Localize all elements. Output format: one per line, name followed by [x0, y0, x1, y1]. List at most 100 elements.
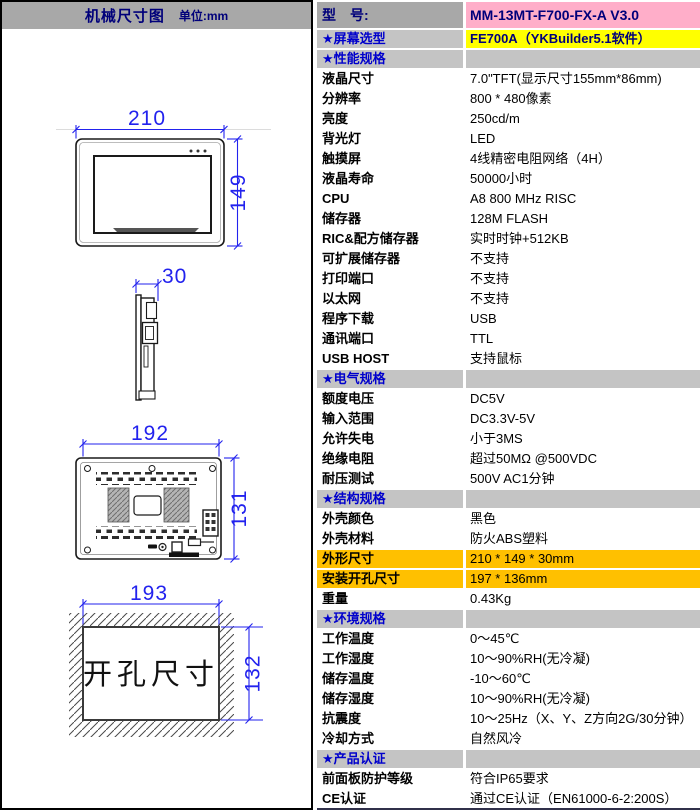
front-view-drawing: 210 149: [56, 107, 271, 250]
spec-label: ★屏幕选型: [317, 30, 463, 48]
spec-value: 通过CE认证（EN61000-6-2:200S）: [470, 791, 678, 806]
spec-label: 可扩展储存器: [322, 251, 401, 266]
spec-label: CE认证: [322, 791, 367, 806]
spec-label: 液晶寿命: [322, 171, 375, 186]
spec-row: 绝缘电阻超过50MΩ @500VDC: [317, 450, 700, 468]
spec-label: 外壳材料: [322, 531, 375, 546]
spec-label: 允许失电: [322, 431, 375, 446]
spec-value: A8 800 MHz RISC: [470, 191, 577, 206]
spec-row: CE认证 通过CE认证（EN61000-6-2:200S）: [317, 790, 700, 808]
spec-row: 液晶寿命 50000小时: [317, 170, 700, 188]
spec-value: 0～45℃: [470, 631, 520, 646]
spec-row: 冷却方式 自然风冷: [317, 730, 700, 748]
spec-value: [466, 50, 700, 68]
spec-label: 亮度: [322, 111, 349, 126]
spec-value: 实时时钟+512KB: [470, 231, 569, 246]
spec-label: 外壳颜色: [322, 511, 375, 526]
model-label: 型 号:: [317, 2, 463, 28]
side-view-drawing: 30: [132, 265, 186, 401]
spec-value: 4线精密电阻网络（4H）: [470, 151, 611, 166]
mechanical-drawing-panel: 机械尺寸图 单位:mm 210: [0, 0, 313, 810]
spec-value: FE700A（YKBuilder5.1软件）: [466, 30, 700, 48]
spec-value: 128M FLASH: [470, 211, 549, 226]
spec-label: USB HOST: [322, 351, 390, 366]
spec-value: DC5V: [470, 391, 505, 406]
spec-row: 储存温度-10～60℃: [317, 670, 700, 688]
spec-value: 197 * 136mm: [466, 570, 700, 588]
spec-label: 通讯端口: [322, 331, 375, 346]
spec-row: 触摸屏 4线精密电阻网络（4H）: [317, 150, 700, 168]
model-value: MM-13MT-F700-FX-A V3.0: [466, 2, 700, 28]
spec-value: 10～90%RH(无冷凝): [470, 691, 590, 706]
spec-label: 输入范围: [322, 411, 375, 426]
spec-label: 工作温度: [322, 631, 375, 646]
drawing-panel-unit: 单位:mm: [178, 9, 229, 23]
spec-value: 自然风冷: [470, 731, 523, 746]
spec-value: 支持鼠标: [470, 351, 523, 366]
spec-row: 储存湿度 10～90%RH(无冷凝): [317, 690, 700, 708]
spec-row: 允许失电小于3MS: [317, 430, 700, 448]
spec-value: 250cd/m: [470, 111, 520, 126]
spec-label: 分辨率: [322, 91, 362, 106]
spec-label: 工作湿度: [322, 651, 375, 666]
spec-value: [466, 750, 700, 768]
spec-value: 防火ABS塑料: [470, 531, 549, 546]
spec-label: 抗震度: [322, 711, 362, 726]
spec-value: 符合IP65要求: [470, 771, 549, 786]
spec-label: 冷却方式: [322, 731, 375, 746]
rear-speaker-right: [163, 487, 190, 523]
spec-value: [466, 490, 700, 508]
spec-label: 安装开孔尺寸: [317, 570, 463, 588]
spec-label: ★性能规格: [317, 50, 463, 68]
spec-value: 10～25Hz（X、Y、Z方向2G/30分钟）: [470, 711, 693, 726]
spec-label: 以太网: [322, 291, 362, 306]
spec-row: 额度电压 DC5V: [317, 390, 700, 408]
spec-value: 不支持: [470, 271, 510, 286]
spec-label: 储存湿度: [322, 691, 375, 706]
rear-vent-slots-top: [96, 472, 197, 485]
front-width-dim: 210: [128, 107, 166, 130]
spec-row: 亮度 250cd/m: [317, 110, 700, 128]
rear-speaker-left: [107, 487, 130, 523]
rear-height-dim: 131: [228, 489, 251, 527]
spec-row: 可扩展储存器不支持: [317, 250, 700, 268]
spec-label: 耐压测试: [322, 471, 375, 486]
spec-label: 额度电压: [322, 391, 375, 406]
spec-label: ★产品认证: [317, 750, 463, 768]
spec-row: 外壳颜色 黑色: [317, 510, 700, 528]
spec-value: 800 * 480像素: [470, 91, 552, 106]
spec-value: 不支持: [470, 291, 510, 306]
cutout-width-dim: 193: [130, 582, 168, 605]
cutout-height-dim: 132: [242, 654, 265, 692]
spec-row: 通讯端口 TTL: [317, 330, 700, 348]
spec-row: ★电气规格: [317, 370, 700, 388]
rear-view-drawing: 192: [75, 422, 251, 563]
spec-label: 背光灯: [322, 131, 362, 146]
spec-value: TTL: [470, 331, 494, 346]
dimension-drawings: 210 149 30: [56, 107, 271, 737]
spec-value: 10～90%RH(无冷凝): [470, 651, 590, 666]
front-height-dim: 149: [227, 173, 250, 211]
rear-connector: [202, 509, 219, 537]
spec-value: 50000小时: [470, 171, 533, 186]
spec-label: 重量: [322, 591, 349, 606]
spec-label: 触摸屏: [322, 151, 362, 166]
spec-value: [466, 370, 700, 388]
spec-row: ★结构规格: [317, 490, 700, 508]
spec-label: RIC&配方储存器: [322, 231, 419, 246]
spec-value: 黑色: [470, 511, 497, 526]
spec-label: 打印端口: [322, 271, 375, 286]
drawing-panel-header: 机械尺寸图 单位:mm: [2, 2, 311, 29]
cutout-drawing: 193 开孔尺寸 132: [69, 582, 265, 737]
rear-bottom-ports: [148, 538, 214, 557]
spec-label: ★环境规格: [317, 610, 463, 628]
